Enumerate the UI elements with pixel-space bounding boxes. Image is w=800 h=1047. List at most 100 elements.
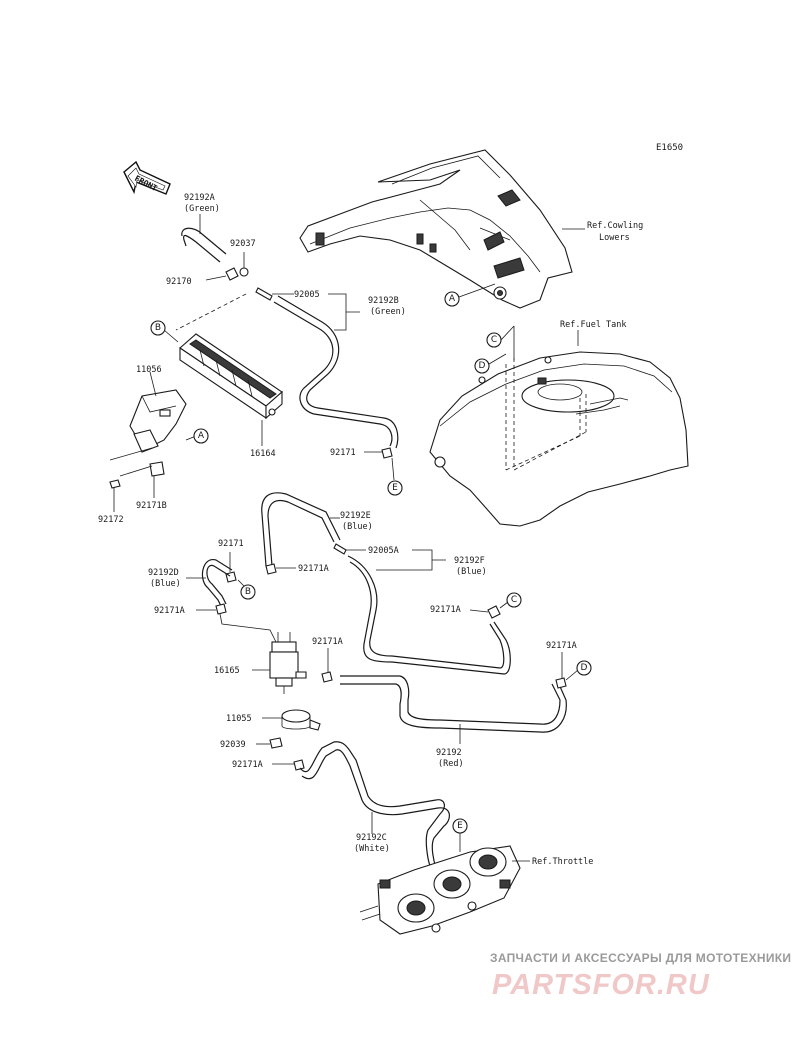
hose-92192e-outer	[267, 499, 335, 567]
leader-c-92171a	[499, 601, 509, 609]
hose-92192d	[206, 564, 231, 605]
leader-d-92171a	[565, 669, 579, 681]
callout-a-bracket: A	[193, 428, 209, 444]
label-92192b-color: (Green)	[370, 307, 406, 317]
label-92192f-color: (Blue)	[456, 567, 487, 577]
svg-text:A: A	[449, 294, 456, 304]
callout-c-92171a: C	[506, 592, 522, 608]
label-92192: 92192	[436, 748, 462, 758]
cowling-lowers-illustration	[299, 149, 573, 309]
bracket-11056	[129, 389, 187, 453]
hose-92192c-outer	[301, 749, 450, 869]
svg-text:C: C	[511, 595, 517, 605]
label-92192b: 92192B	[368, 296, 399, 306]
fitting-92005	[255, 287, 273, 301]
bracket-lines	[109, 447, 153, 477]
label-92171a-1: 92171A	[298, 564, 329, 574]
svg-text:D: D	[479, 361, 486, 371]
label-92171a-c: 92171A	[430, 605, 461, 615]
clip-92171a-6	[293, 759, 305, 771]
label-92005a: 92005A	[368, 546, 399, 556]
label-16165: 16165	[214, 666, 240, 676]
grommet-92171b	[149, 461, 165, 477]
hose-92192b	[273, 301, 393, 447]
label-92005: 92005	[294, 290, 320, 300]
svg-text:D: D	[581, 663, 588, 673]
hose-92192d-outer	[201, 559, 233, 609]
label-92171a-4: 92171A	[312, 637, 343, 647]
label-11056: 11056	[136, 365, 162, 375]
label-92171-b: 92171	[218, 539, 244, 549]
svg-text:B: B	[155, 323, 161, 333]
leader-92192f	[376, 549, 446, 571]
leader-11056	[149, 371, 157, 397]
bolt-92039	[269, 737, 283, 749]
label-92192-color: (Red)	[438, 759, 464, 769]
callout-e-throttle: E	[452, 818, 468, 834]
hose-92192a	[183, 234, 221, 263]
fuel-tank-illustration	[429, 351, 689, 527]
label-92192c-color: (White)	[354, 844, 390, 854]
hose-92192b-outer	[277, 295, 399, 449]
svg-text:C: C	[491, 335, 497, 345]
hose-92192c	[299, 741, 445, 867]
callout-e-92171: E	[387, 480, 403, 496]
hose-92192e	[261, 492, 341, 567]
callout-c-tank: C	[486, 332, 502, 348]
leader-c-tank	[500, 325, 515, 341]
svg-text:A: A	[198, 431, 205, 441]
leader-92170	[205, 275, 227, 281]
throttle-body-illustration	[359, 845, 521, 935]
clip-92171a-4	[321, 671, 333, 683]
connector-canister	[175, 293, 247, 331]
leader-92192b	[328, 293, 360, 331]
label-92192e: 92192E	[340, 511, 371, 521]
label-92170: 92170	[166, 277, 192, 287]
clip-92171a-2	[215, 603, 227, 615]
clip-92171-b	[225, 571, 237, 583]
canister-16164	[179, 333, 283, 420]
front-direction-arrow-icon: FRONT	[123, 160, 171, 195]
callout-b-canister: B	[150, 320, 166, 336]
label-92171: 92171	[330, 448, 356, 458]
label-92037: 92037	[230, 239, 256, 249]
fitting-92005a	[333, 543, 347, 555]
leader-b-canister	[163, 329, 179, 343]
hose-92192f-outer	[349, 561, 511, 675]
ref-throttle-label: Ref.Throttle	[532, 857, 593, 867]
filter-16165	[269, 632, 307, 694]
leader-a-top	[458, 283, 496, 298]
clamp-92037	[239, 267, 249, 277]
label-92171a-6: 92171A	[232, 760, 263, 770]
svg-text:E: E	[392, 483, 398, 493]
callout-d-92171a: D	[576, 660, 592, 676]
label-16164: 16164	[250, 449, 276, 459]
callout-a-top: A	[444, 291, 460, 307]
label-92171a-5: 92171A	[546, 641, 577, 651]
hose-92192-outer	[340, 681, 567, 733]
label-92171b: 92171B	[136, 501, 167, 511]
watermark-brand: PARTSFOR.RU	[492, 969, 710, 1001]
label-92192e-color: (Blue)	[342, 522, 373, 532]
bolt-92172	[109, 479, 121, 489]
hose-92192a-outer	[181, 227, 227, 255]
clip-92171	[381, 447, 393, 459]
ref-fuel-tank-label: Ref.Fuel Tank	[560, 320, 627, 330]
label-92192f: 92192F	[454, 556, 485, 566]
label-92192d: 92192D	[148, 568, 179, 578]
clip-92171a-c	[487, 605, 501, 619]
ref-cowling-label-2: Lowers	[599, 233, 630, 243]
bracket-11055	[281, 709, 321, 731]
label-92192a-color: (Green)	[184, 204, 220, 214]
label-92192a: 92192A	[184, 193, 215, 203]
watermark-tagline: ЗАПЧАСТИ И АКСЕССУАРЫ ДЛЯ МОТОТЕХНИКИ	[490, 951, 791, 965]
leader-d-tank	[488, 353, 507, 365]
label-92172: 92172	[98, 515, 124, 525]
label-11055: 11055	[226, 714, 252, 724]
hose-92192	[340, 675, 561, 725]
label-92192d-color: (Blue)	[150, 579, 181, 589]
diagram-code: E1650	[656, 143, 683, 153]
callout-b-92171: B	[240, 584, 256, 600]
clip-92170	[225, 267, 239, 281]
